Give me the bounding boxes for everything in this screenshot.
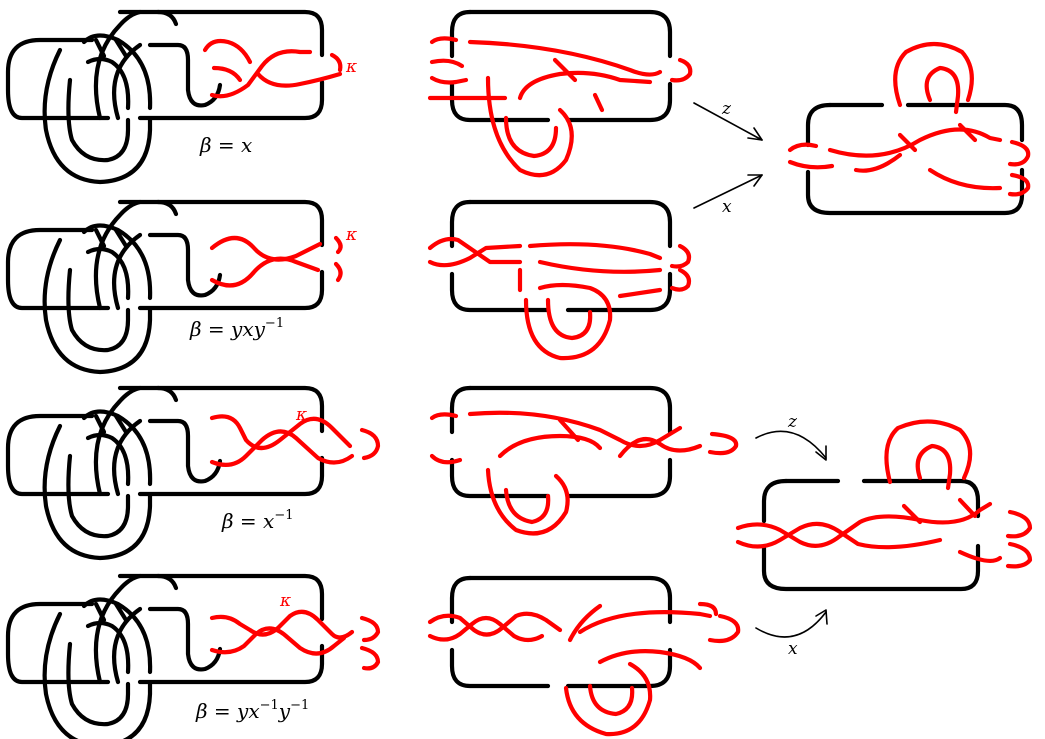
- arrow-label-z-lower: z: [787, 412, 798, 432]
- middle-knot-row-2: [427, 202, 692, 361]
- arrow-label-x-upper: x: [722, 197, 732, 217]
- arrow-label-z-upper: z: [721, 99, 732, 119]
- arrow-label-x-lower: x: [788, 639, 798, 659]
- left-knot-row-3: [8, 388, 381, 558]
- middle-knot-row-3: [429, 388, 739, 536]
- caption-row-1: β = x: [199, 133, 252, 157]
- caption-row-4: β = yx−1y−1: [195, 698, 309, 723]
- red-twist-row-1: [202, 38, 343, 99]
- arrow-x-lower: [755, 609, 828, 638]
- right-knot-lower: [735, 419, 1033, 589]
- arrow-z-lower: [755, 430, 827, 461]
- kappa-label-row-3: κ: [295, 405, 307, 425]
- caption-row-3: β = x−1: [221, 508, 294, 533]
- middle-knot-row-4: [427, 578, 741, 737]
- left-knot-row-1: [8, 12, 343, 182]
- kappa-label-row-4: κ: [279, 591, 291, 611]
- left-knot-row-2: [8, 202, 343, 372]
- middle-knot-row-1: [427, 12, 693, 178]
- right-knot-upper: [787, 41, 1031, 213]
- arrow-z-upper: [693, 102, 763, 141]
- arrow-x-upper: [693, 174, 763, 209]
- caption-row-2: β = yxy−1: [189, 316, 284, 341]
- left-knot-row-4: [8, 576, 381, 739]
- kappa-label-row-2: κ: [345, 225, 357, 245]
- kappa-label-row-1: κ: [345, 57, 357, 77]
